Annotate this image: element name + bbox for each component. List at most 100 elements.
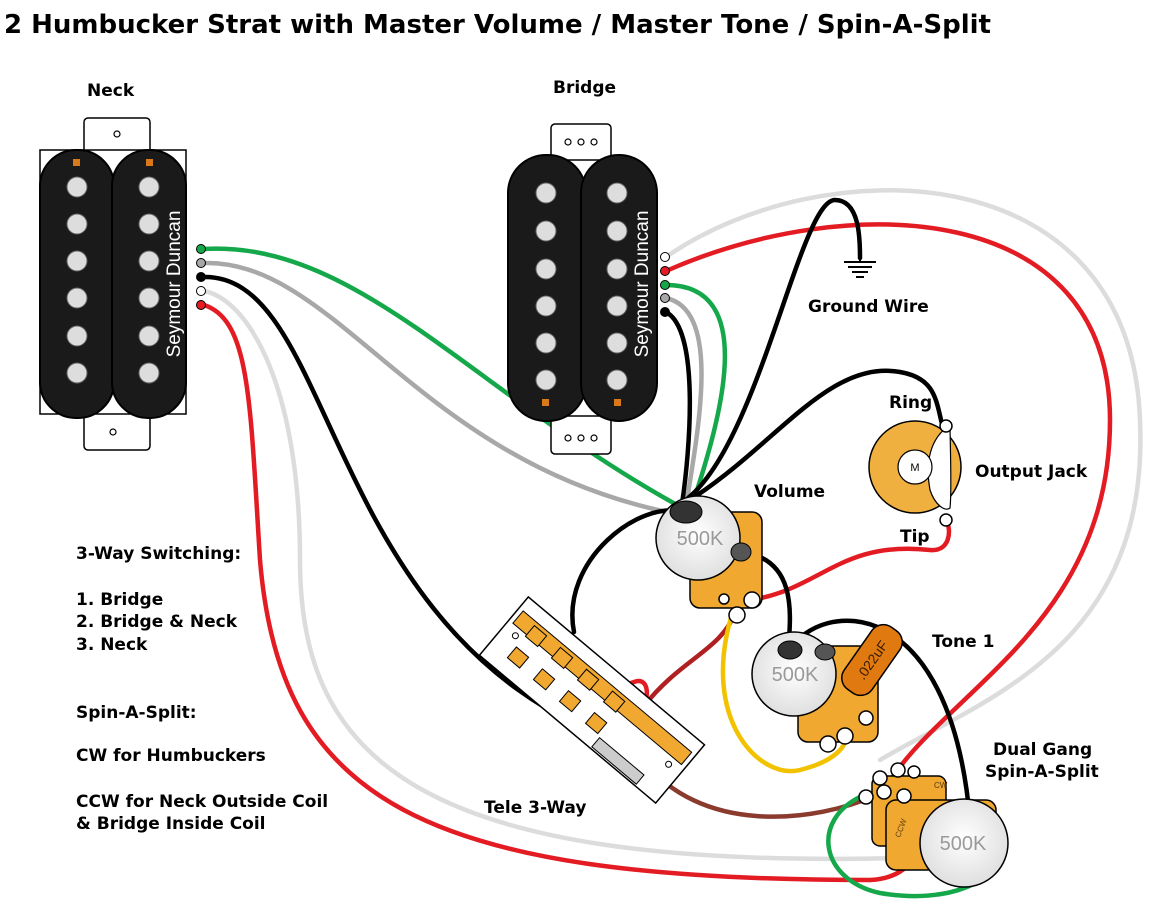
spin-lug: [876, 784, 892, 800]
neck-red-wire: [201, 302, 924, 883]
tone-pot-value: 500K: [772, 664, 819, 686]
lead-terminal: [660, 266, 670, 276]
bridge-grey-wire: [663, 295, 704, 509]
switching-notes: 3-Way Switching: 1. Bridge 2. Bridge & N…: [76, 544, 328, 834]
spin-ccw-note: CCW for Neck Outside Coil: [76, 792, 328, 812]
volume-lug: [718, 593, 730, 605]
mount-holes: [564, 434, 598, 442]
switch-tab: [591, 736, 645, 785]
ring-wire: [693, 368, 945, 499]
spin-heading: Spin-A-Split:: [76, 703, 197, 723]
jack-sleeve: [897, 449, 933, 485]
neck-pickup: Seymour Duncan: [39, 117, 187, 451]
spin-lug: [907, 765, 921, 779]
screw-hole: [665, 760, 673, 768]
bridge-red-wire: [663, 222, 1113, 781]
neck-brand-text: Seymour Duncan: [164, 211, 185, 358]
screw-hole: [109, 428, 117, 436]
yellow-wire: [720, 611, 848, 774]
bridge-slug-poles: [535, 182, 628, 391]
switch-label: Tele 3-Way: [484, 798, 586, 818]
volume-lug: [743, 591, 761, 609]
bridge-green-wire: [663, 282, 728, 509]
tone-lug: [819, 735, 837, 753]
lead-terminal: [196, 244, 206, 254]
tone-label: Tone 1: [932, 632, 994, 652]
capacitor-body: [841, 623, 903, 697]
tone-pot: 500K .022uF: [751, 623, 903, 753]
spin-pot-face: [919, 798, 1009, 888]
spin-pot-value: 500K: [940, 833, 987, 855]
bridge-white-wire: [663, 188, 1143, 763]
solder-blob: [730, 542, 752, 562]
neck-black-wire: [201, 274, 639, 751]
neck-tab: [146, 159, 153, 166]
bridge-coil-right: [580, 154, 658, 422]
bridge-mount-top: [550, 123, 612, 161]
screw-hole: [113, 130, 121, 138]
solder-blob: [777, 640, 803, 660]
spin-cw-mark: CW: [934, 781, 948, 790]
lead-terminal: [196, 286, 206, 296]
tone-lug: [858, 710, 874, 726]
lead-terminal: [196, 272, 206, 282]
mount-holes: [564, 138, 598, 146]
output-jack: M: [868, 419, 962, 527]
bridge-pickup: Seymour Duncan: [507, 123, 658, 455]
solder-blob: [814, 643, 836, 661]
bridge-brand-text: Seymour Duncan: [632, 211, 653, 358]
spin-ccw-note: & Bridge Inside Coil: [76, 814, 266, 834]
diagram-title: 2 Humbucker Strat with Master Volume / M…: [4, 10, 991, 40]
bridge-black-wire: [663, 309, 693, 507]
volume-pot: 500K: [655, 495, 763, 624]
spin-a-split-pot: 500K CW CCW: [858, 762, 1009, 888]
ground-symbol: [844, 256, 876, 278]
neck-green-wire: [201, 246, 693, 515]
wires: [201, 188, 1143, 899]
lead-terminal: [660, 252, 670, 262]
volume-lug: [728, 606, 746, 624]
tone-lug: [836, 727, 854, 745]
neck-lead-terminals: [196, 244, 206, 310]
bridge-label: Bridge: [553, 78, 616, 98]
jack-lug: [927, 423, 952, 510]
ground-wire-label: Ground Wire: [808, 297, 929, 317]
ground-wire: [685, 197, 863, 501]
neck-grey-wire: [201, 260, 691, 519]
spin-lug: [858, 789, 874, 805]
volume-label: Volume: [754, 482, 825, 502]
switching-item: 1. Bridge: [76, 590, 163, 610]
lead-terminal: [660, 307, 670, 317]
spin-lug: [872, 770, 888, 786]
ring-label: Ring: [889, 393, 932, 413]
neck-tab: [73, 159, 80, 166]
neck-coil-right: [111, 149, 187, 419]
lead-terminal: [196, 300, 206, 310]
tele-3-way-switch: [478, 595, 706, 805]
lead-terminal: [660, 280, 670, 290]
spin-a-split-label: Spin-A-Split: [985, 762, 1099, 782]
bridge-tab: [614, 399, 621, 406]
tip-wire: [747, 517, 952, 603]
jack-mark: M: [910, 462, 919, 474]
neck-screw-poles: [66, 176, 160, 384]
switching-item: 2. Bridge & Neck: [76, 612, 238, 632]
neck-label: Neck: [87, 81, 135, 101]
switching-item: 3. Neck: [76, 635, 148, 655]
volume-pot-value: 500K: [677, 528, 724, 550]
output-jack-label: Output Jack: [975, 462, 1088, 482]
bridge-lead-terminals: [660, 252, 670, 317]
switch-volume-wire: [641, 612, 737, 709]
ring-terminal: [939, 419, 953, 433]
tip-terminal: [939, 513, 953, 527]
switch-rail: [512, 610, 693, 766]
lead-terminal: [196, 258, 206, 268]
bridge-tab: [542, 399, 549, 406]
solder-blob: [669, 500, 703, 524]
switching-heading: 3-Way Switching:: [76, 544, 241, 564]
switch-lugs: [506, 624, 626, 735]
spin-cw-note: CW for Humbuckers: [76, 746, 266, 766]
switch-plate: [478, 595, 706, 805]
lead-terminal: [660, 293, 670, 303]
